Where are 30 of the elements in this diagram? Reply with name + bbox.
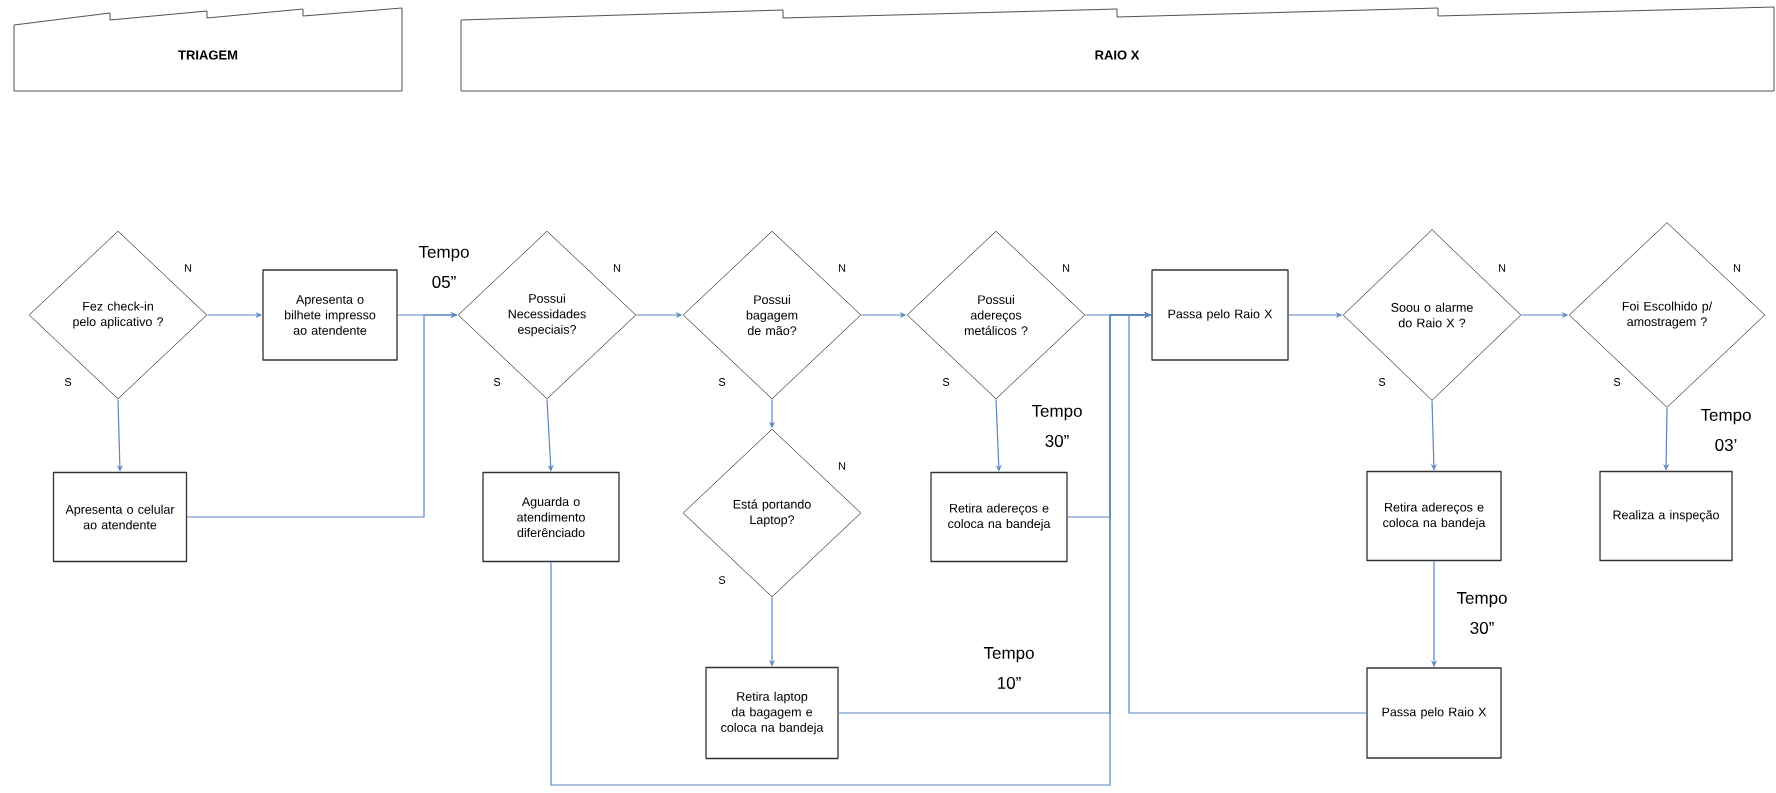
branch-letter: N — [613, 264, 621, 272]
branch-letter: S — [718, 378, 726, 386]
process-box: Apresenta o bilhete impresso ao atendente — [262, 269, 398, 361]
stage-banner: RAIO X — [460, 6, 1775, 92]
branch-letter: S — [1613, 378, 1621, 386]
branch-letter: S — [493, 378, 501, 386]
process-box: Apresenta o celular ao atendente — [52, 471, 188, 563]
branch-letter: N — [1498, 264, 1506, 272]
branch-letter: N — [838, 264, 846, 272]
branch-letter: S — [718, 576, 726, 584]
time-label: Tempo 10” — [977, 646, 1041, 690]
process-box: Realiza a inspeção — [1599, 470, 1733, 562]
process-box: Aguarda o atendimento diferênciado — [482, 471, 620, 563]
branch-letter: N — [838, 462, 846, 470]
branch-letter: N — [1062, 264, 1070, 272]
arrow — [1128, 311, 1367, 714]
stage-banner: TRIAGEM — [13, 7, 403, 92]
time-label: Tempo 30” — [1450, 591, 1514, 635]
branch-letter: N — [184, 264, 192, 272]
time-label: Tempo 30” — [1025, 404, 1089, 448]
process-box: Passa pelo Raio X — [1151, 269, 1289, 361]
process-box: Passa pelo Raio X — [1366, 667, 1502, 759]
process-box: Retira laptop da bagagem e coloca na bandeja — [705, 666, 839, 760]
process-box: Retira adereços e coloca na bandeja — [930, 471, 1068, 563]
process-box: Retira adereços e coloca na bandeja — [1366, 470, 1502, 562]
branch-letter: S — [942, 378, 950, 386]
branch-letter: S — [1378, 378, 1386, 386]
branch-letter: N — [1733, 264, 1741, 272]
branch-letter: S — [64, 378, 72, 386]
time-label: Tempo 03’ — [1694, 408, 1758, 452]
